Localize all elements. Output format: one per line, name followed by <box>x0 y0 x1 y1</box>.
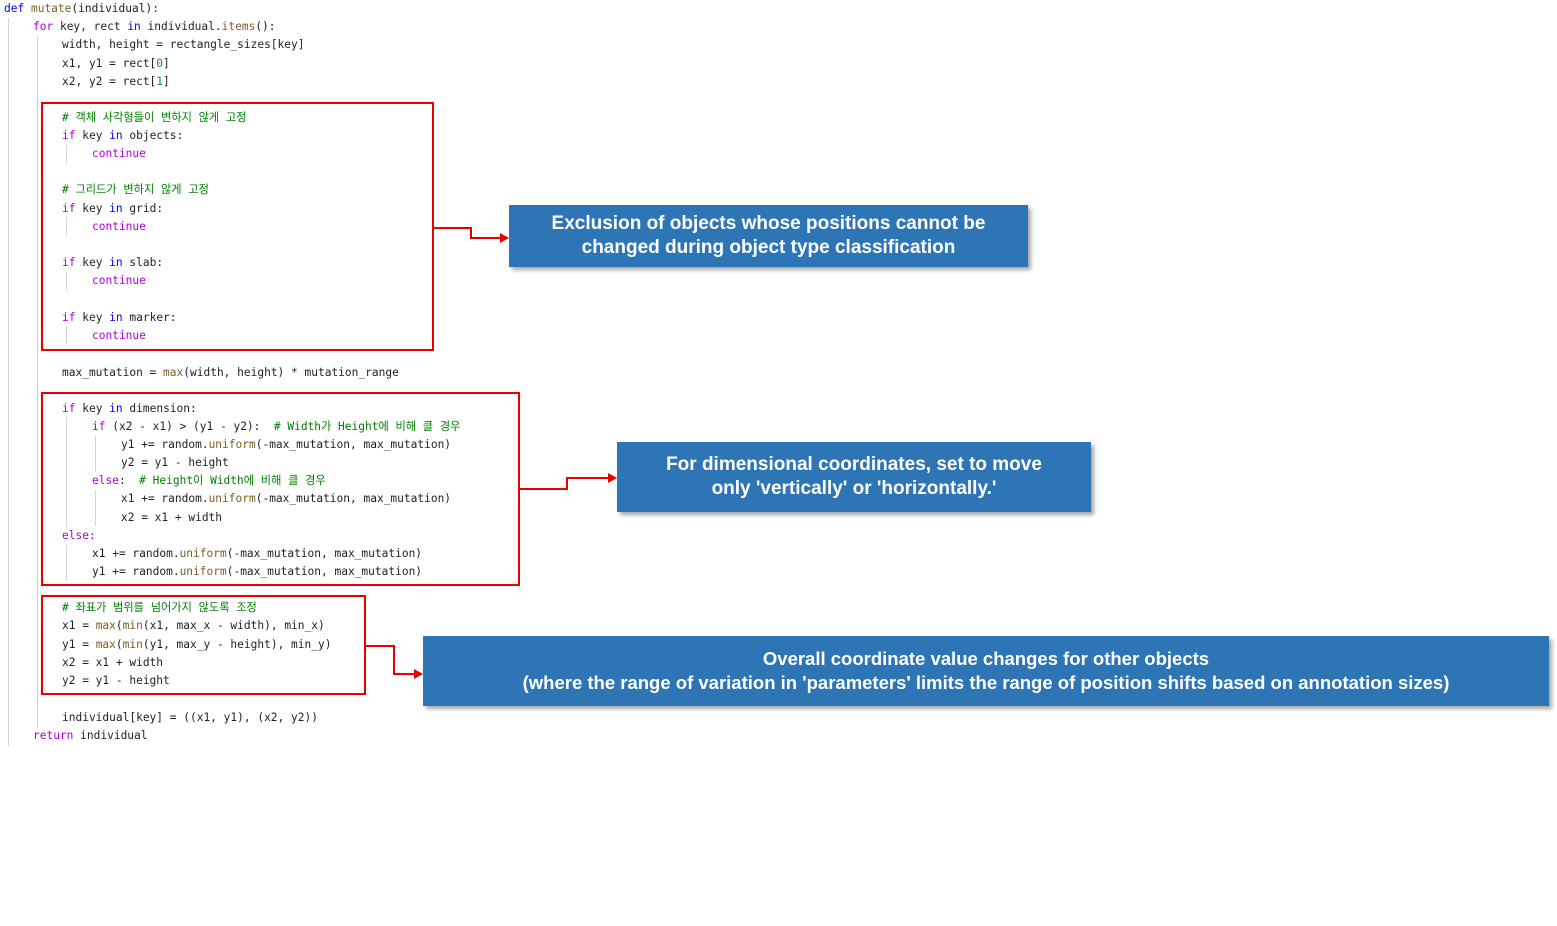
callout-text-line: Overall coordinate value changes for oth… <box>762 648 1210 669</box>
overall-connector <box>393 673 414 675</box>
code-line: y1 += random.uniform(-max_mutation, max_… <box>92 565 423 578</box>
code-line: return individual <box>33 729 148 742</box>
code-line: x1 += random.uniform(-max_mutation, max_… <box>121 492 452 505</box>
code-line: x2 = x1 + width <box>121 511 223 524</box>
code-line: if (x2 - x1) > (y1 - y2): # Width가 Heigh… <box>92 420 461 433</box>
code-line: y1 += random.uniform(-max_mutation, max_… <box>121 438 452 451</box>
code-comment: # 객체 사각형들이 변하지 않게 고정 <box>62 111 247 124</box>
code-line: individual[key] = ((x1, y1), (x2, y2)) <box>62 711 318 724</box>
code-line: y2 = y1 - height <box>62 674 170 687</box>
code-line: x1 += random.uniform(-max_mutation, max_… <box>92 547 423 560</box>
dimension-highlight-box <box>41 392 520 586</box>
code-comment: # 좌표가 범위를 넘어가지 않도록 조정 <box>62 601 257 614</box>
code-line: y1 = max(min(y1, max_y - height), min_y) <box>62 638 332 651</box>
code-line: if key in grid: <box>62 202 164 215</box>
dimension-connector <box>520 488 568 490</box>
code-line: def mutate(individual): <box>4 2 159 15</box>
callout-text-line: Exclusion of objects whose positions can… <box>551 213 986 234</box>
exclusion-connector <box>434 227 472 239</box>
code-line: else: # Height이 Width에 비해 클 경우 <box>92 474 326 487</box>
exclusion-highlight-box <box>41 102 434 351</box>
code-line: width, height = rectangle_sizes[key] <box>62 38 305 51</box>
exclusion-callout: Exclusion of objects whose positions can… <box>509 205 1028 267</box>
code-line: continue <box>92 147 146 160</box>
indent-guide <box>95 490 96 526</box>
callout-text-line: (where the range of variation in 'parame… <box>522 672 1450 693</box>
code-line: continue <box>92 329 146 342</box>
code-line: continue <box>92 274 146 287</box>
exclusion-arrowhead <box>500 233 509 243</box>
code-line: max_mutation = max(width, height) * muta… <box>62 366 399 379</box>
code-line: continue <box>92 220 146 233</box>
code-line: x1 = max(min(x1, max_x - width), min_x) <box>62 619 325 632</box>
exclusion-connector <box>470 237 500 239</box>
dimension-arrowhead <box>608 473 617 483</box>
indent-guide <box>95 436 96 472</box>
code-line: if key in objects: <box>62 129 184 142</box>
callout-text-line: changed during object type classificatio… <box>581 237 956 258</box>
code-line: for key, rect in individual.items(): <box>33 20 276 33</box>
dimension-connector <box>566 477 568 489</box>
indent-guide <box>66 545 67 581</box>
code-line: if key in slab: <box>62 256 164 269</box>
indent-guide <box>37 36 38 728</box>
code-line: y2 = y1 - height <box>121 456 229 469</box>
indent-guide <box>66 272 67 290</box>
callout-text-line: only 'vertically' or 'horizontally.' <box>711 478 997 499</box>
dimension-callout: For dimensional coordinates, set to move… <box>617 442 1091 512</box>
overall-callout: Overall coordinate value changes for oth… <box>423 636 1549 706</box>
indent-guide <box>66 217 67 235</box>
dimension-connector <box>566 477 608 479</box>
indent-guide <box>66 145 67 163</box>
code-line: x2, y2 = rect[1] <box>62 75 170 88</box>
indent-guide <box>66 326 67 344</box>
code-line: else: <box>62 529 96 542</box>
code-comment: # 그리드가 변하지 않게 고정 <box>62 183 209 196</box>
code-line: if key in marker: <box>62 311 177 324</box>
indent-guide <box>8 18 9 746</box>
clamp-highlight-box <box>41 595 366 695</box>
callout-text-line: For dimensional coordinates, set to move <box>666 454 1042 475</box>
code-line: x1, y1 = rect[0] <box>62 57 170 70</box>
code-editor: def mutate(individual): for key, rect in… <box>0 0 460 926</box>
indent-guide <box>66 417 67 527</box>
code-line: x2 = x1 + width <box>62 656 164 669</box>
overall-connector <box>366 645 395 675</box>
overall-arrowhead <box>414 669 423 679</box>
code-line: if key in dimension: <box>62 402 197 415</box>
